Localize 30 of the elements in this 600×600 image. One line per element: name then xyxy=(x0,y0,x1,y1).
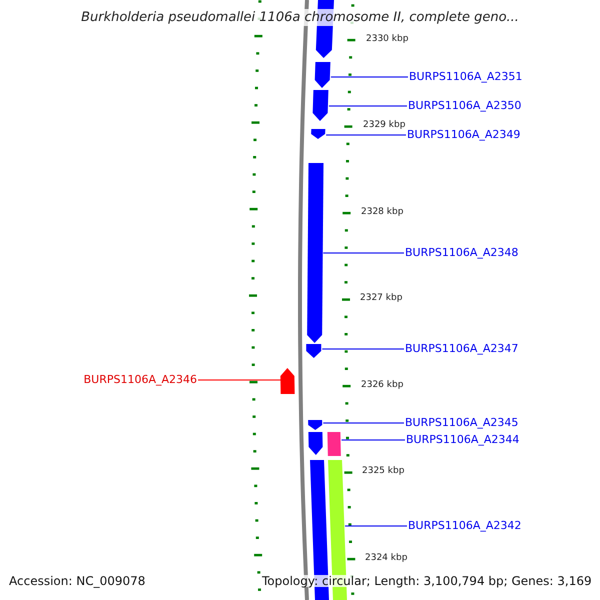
gene-label: BURPS1106A_A2344 xyxy=(406,434,520,445)
leader-line xyxy=(330,76,408,78)
accession-text: Accession: NC_009078 xyxy=(9,575,146,587)
scale-label: 2330 kbp xyxy=(366,35,408,44)
gene-label: BURPS1106A_A2349 xyxy=(407,129,520,140)
gene-feature xyxy=(314,62,330,88)
gene-label: BURPS1106A_A2342 xyxy=(408,520,522,531)
leader-line xyxy=(326,134,406,136)
gene-feature xyxy=(308,420,322,430)
gene-label: BURPS1106A_A2345 xyxy=(405,417,518,428)
gene-label: BURPS1106A_A2350 xyxy=(408,100,522,111)
leader-line xyxy=(322,348,404,350)
gene-feature xyxy=(312,90,328,121)
scale-label: 2326 kbp xyxy=(361,381,404,390)
gene-label: BURPS1106A_A2347 xyxy=(405,343,518,354)
leader-line xyxy=(322,252,404,254)
gene-label: BURPS1106A_A2348 xyxy=(405,247,518,258)
feature-bar xyxy=(327,432,341,456)
gene-feature xyxy=(311,129,326,139)
scale-label: 2328 kbp xyxy=(361,208,404,217)
gene-feature xyxy=(308,432,323,455)
gene-feature xyxy=(280,368,295,394)
gene-label: BURPS1106A_A2346 xyxy=(84,374,197,385)
gene-label: BURPS1106A_A2351 xyxy=(409,71,522,82)
leader-line xyxy=(322,422,404,424)
scale-label: 2329 kbp xyxy=(363,121,406,130)
scale-label: 2327 kbp xyxy=(360,294,402,303)
scale-label: 2325 kbp xyxy=(362,467,404,476)
genome-info-text: Topology: circular; Length: 3,100,794 bp; Genes: 3,169 xyxy=(262,575,592,587)
scale-label: 2324 kbp xyxy=(365,554,408,563)
